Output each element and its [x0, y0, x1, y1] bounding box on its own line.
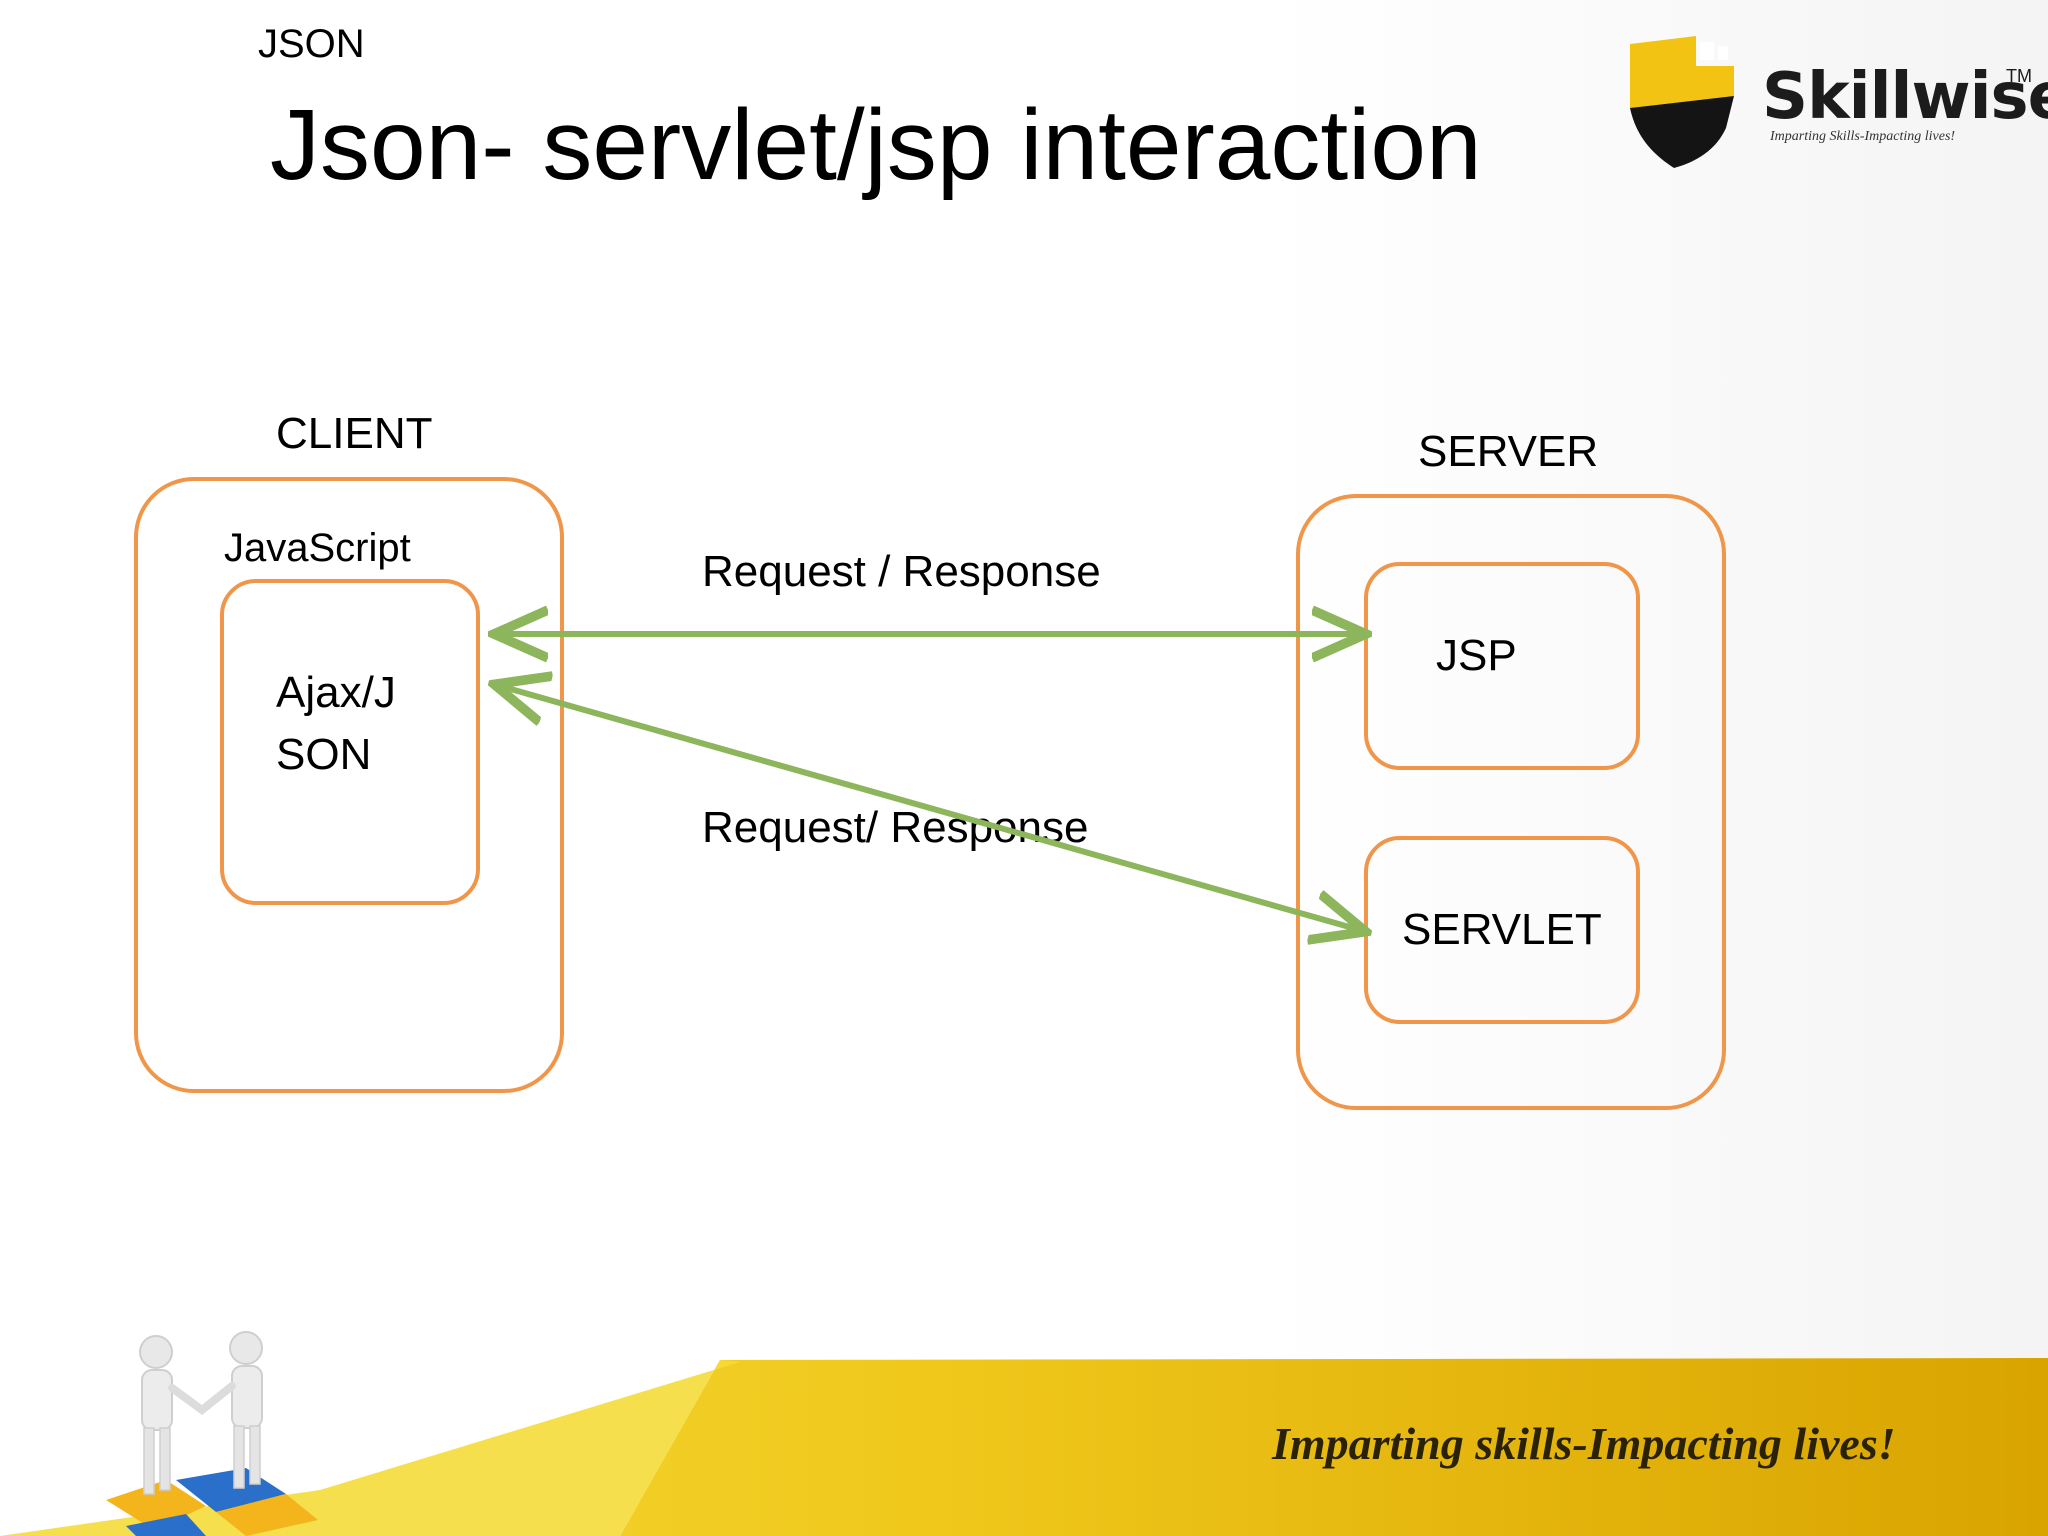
section-label: JSON	[258, 22, 365, 66]
ajax-json-label: Ajax/J SON	[276, 668, 396, 779]
servlet-label: SERVLET	[1402, 905, 1602, 954]
client-title: CLIENT	[276, 409, 433, 458]
skillwise-shield-icon	[1630, 36, 1734, 168]
jsp-label: JSP	[1436, 631, 1517, 680]
footer-band	[0, 1358, 2048, 1536]
javascript-label: JavaScript	[224, 526, 411, 570]
logo-wordmark: Skillwise	[1762, 60, 2048, 134]
slide-title: Json- servlet/jsp interaction	[270, 89, 1482, 201]
request-response-label-servlet: Request/ Response	[702, 803, 1089, 852]
jsp-box	[1364, 562, 1640, 770]
ajax-json-box	[220, 579, 480, 905]
server-title: SERVER	[1418, 427, 1599, 476]
logo-tagline: Imparting Skills-Impacting lives!	[1770, 129, 1956, 144]
logo-trademark: TM	[2006, 66, 2032, 86]
footer-tagline: Imparting skills-Impacting lives!	[1272, 1418, 1896, 1469]
handshake-figures-icon	[106, 1331, 318, 1536]
request-response-label-jsp: Request / Response	[702, 547, 1101, 596]
